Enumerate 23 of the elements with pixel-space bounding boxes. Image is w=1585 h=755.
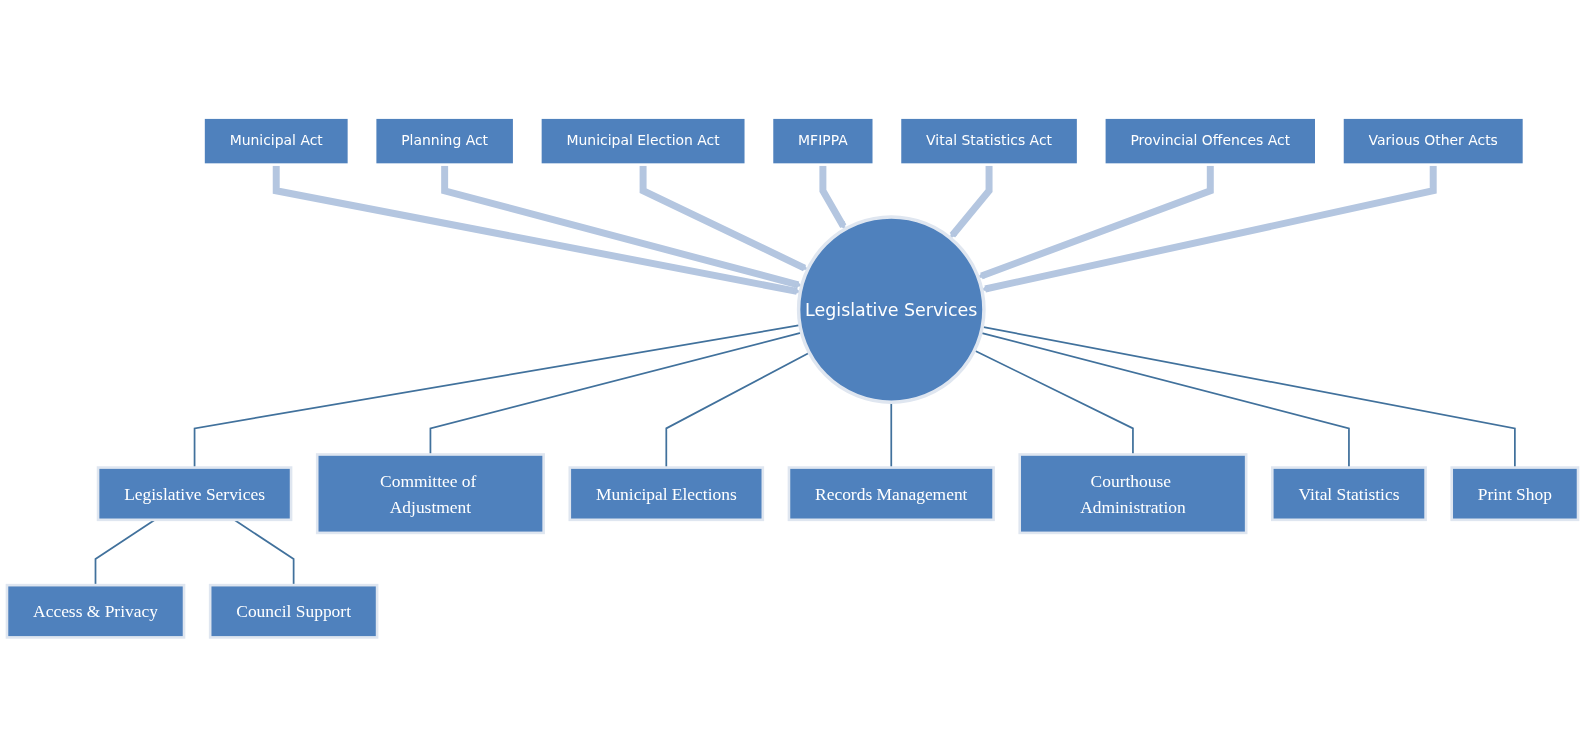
node-box: Provincial Offences Act [1103, 116, 1318, 166]
arrow [949, 164, 993, 239]
arrow [981, 164, 1437, 293]
node-box: Planning Act [373, 116, 516, 166]
arrow [639, 164, 808, 272]
node-box: Municipal Election Act [539, 116, 748, 166]
node-box: MFIPPA [770, 116, 876, 166]
node-box: Records Management [787, 466, 995, 522]
node-box: Various Other Acts [1341, 116, 1526, 166]
node-box: Vital Statistics Act [898, 116, 1080, 166]
node-circle: Legislative Services [796, 215, 986, 404]
arrow [272, 164, 801, 295]
node-box: Municipal Elections [568, 466, 765, 522]
node-box: Committee of Adjustment [315, 453, 545, 535]
arrow [819, 164, 847, 230]
node-box: Courthouse Administration [1018, 453, 1248, 535]
node-box: Municipal Act [202, 116, 351, 166]
node-box: Legislative Services [96, 466, 293, 522]
node-box: Print Shop [1450, 466, 1580, 522]
node-box: Vital Statistics [1271, 466, 1427, 522]
arrow [977, 164, 1214, 280]
node-box: Access & Privacy [5, 583, 186, 639]
node-box: Council Support [208, 583, 379, 639]
